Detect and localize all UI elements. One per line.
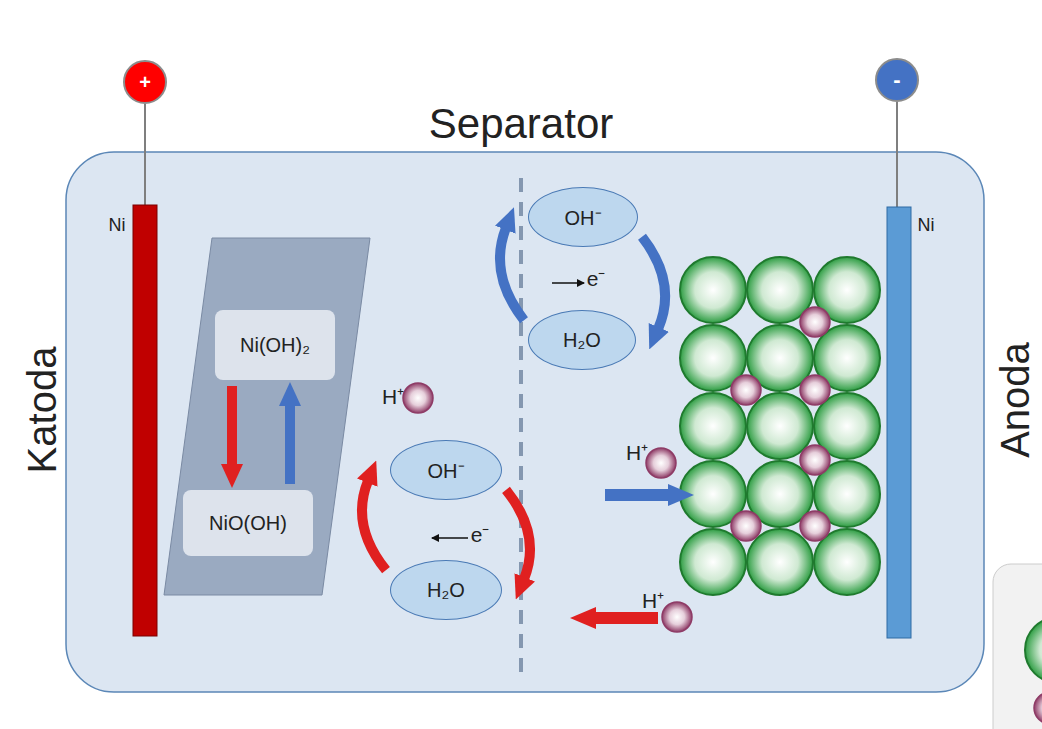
reaction-arrow <box>285 404 295 484</box>
anode-plate <box>887 207 911 638</box>
electron-label: e⁻ <box>471 520 490 548</box>
reaction-arrow <box>506 490 530 579</box>
compound-box: NiO(OH) <box>183 490 313 556</box>
hydrogen-ion <box>646 448 676 478</box>
legend-sphere <box>1025 617 1042 683</box>
separator-line <box>519 178 523 680</box>
reaction-arrow <box>227 386 237 466</box>
reaction-arrow <box>500 228 524 320</box>
terminal-wire <box>144 104 146 206</box>
hydrogen-ion <box>662 602 692 632</box>
flow-arrow <box>605 489 670 501</box>
hydrogen-ion <box>403 383 433 413</box>
ion-label: H⁺ <box>642 586 664 614</box>
cathode-plate <box>133 205 157 636</box>
hydrogen-atom <box>800 307 830 337</box>
legend-ion <box>1034 692 1042 724</box>
node-text: H₂O <box>427 579 465 602</box>
compound-box: Ni(OH)₂ <box>215 310 335 380</box>
cell-housing <box>66 152 984 692</box>
electron-label: e⁻ <box>587 264 606 292</box>
material-label: Ni <box>109 215 126 236</box>
ion-label: H⁺ <box>382 382 404 410</box>
node-text: Ni(OH)₂ <box>240 334 310 357</box>
node-text: OH⁻ <box>428 457 465 484</box>
flow-arrow <box>594 612 658 624</box>
hydrogen-atom <box>800 375 830 405</box>
reaction-arrow <box>642 237 665 329</box>
electrode-name: Anoda <box>993 342 1038 458</box>
reaction-arrow <box>362 481 386 570</box>
metal-sphere <box>680 529 746 595</box>
electron-arrow <box>552 282 584 284</box>
node-text: - <box>893 67 900 93</box>
metal-sphere <box>680 257 746 323</box>
node-text: + <box>139 71 151 94</box>
metal-hydride-lattice <box>680 257 880 595</box>
hydrogen-atom <box>800 445 830 475</box>
ion-ellipse: H₂O <box>528 310 636 370</box>
electrode-name: Katoda <box>20 347 65 474</box>
material-label: Ni <box>918 215 935 236</box>
hydrogen-atom <box>731 375 761 405</box>
metal-sphere <box>747 529 813 595</box>
metal-sphere <box>747 393 813 459</box>
hydrogen-atom <box>800 511 830 541</box>
electron-arrow <box>432 537 468 539</box>
ion-ellipse: H₂O <box>390 560 502 620</box>
ion-ellipse: OH⁻ <box>528 187 638 247</box>
node-text: OH⁻ <box>565 204 602 231</box>
separator-title: Separator <box>429 100 613 148</box>
terminal-negative: - <box>875 58 919 102</box>
active-material <box>164 238 370 595</box>
terminal-positive: + <box>123 60 167 104</box>
node-text: NiO(OH) <box>209 512 287 535</box>
hydrogen-atom <box>731 511 761 541</box>
terminal-wire <box>896 102 898 208</box>
node-text: H₂O <box>563 329 601 352</box>
metal-sphere <box>680 393 746 459</box>
ion-ellipse: OH⁻ <box>390 440 502 500</box>
ion-label: H⁺ <box>626 438 648 466</box>
